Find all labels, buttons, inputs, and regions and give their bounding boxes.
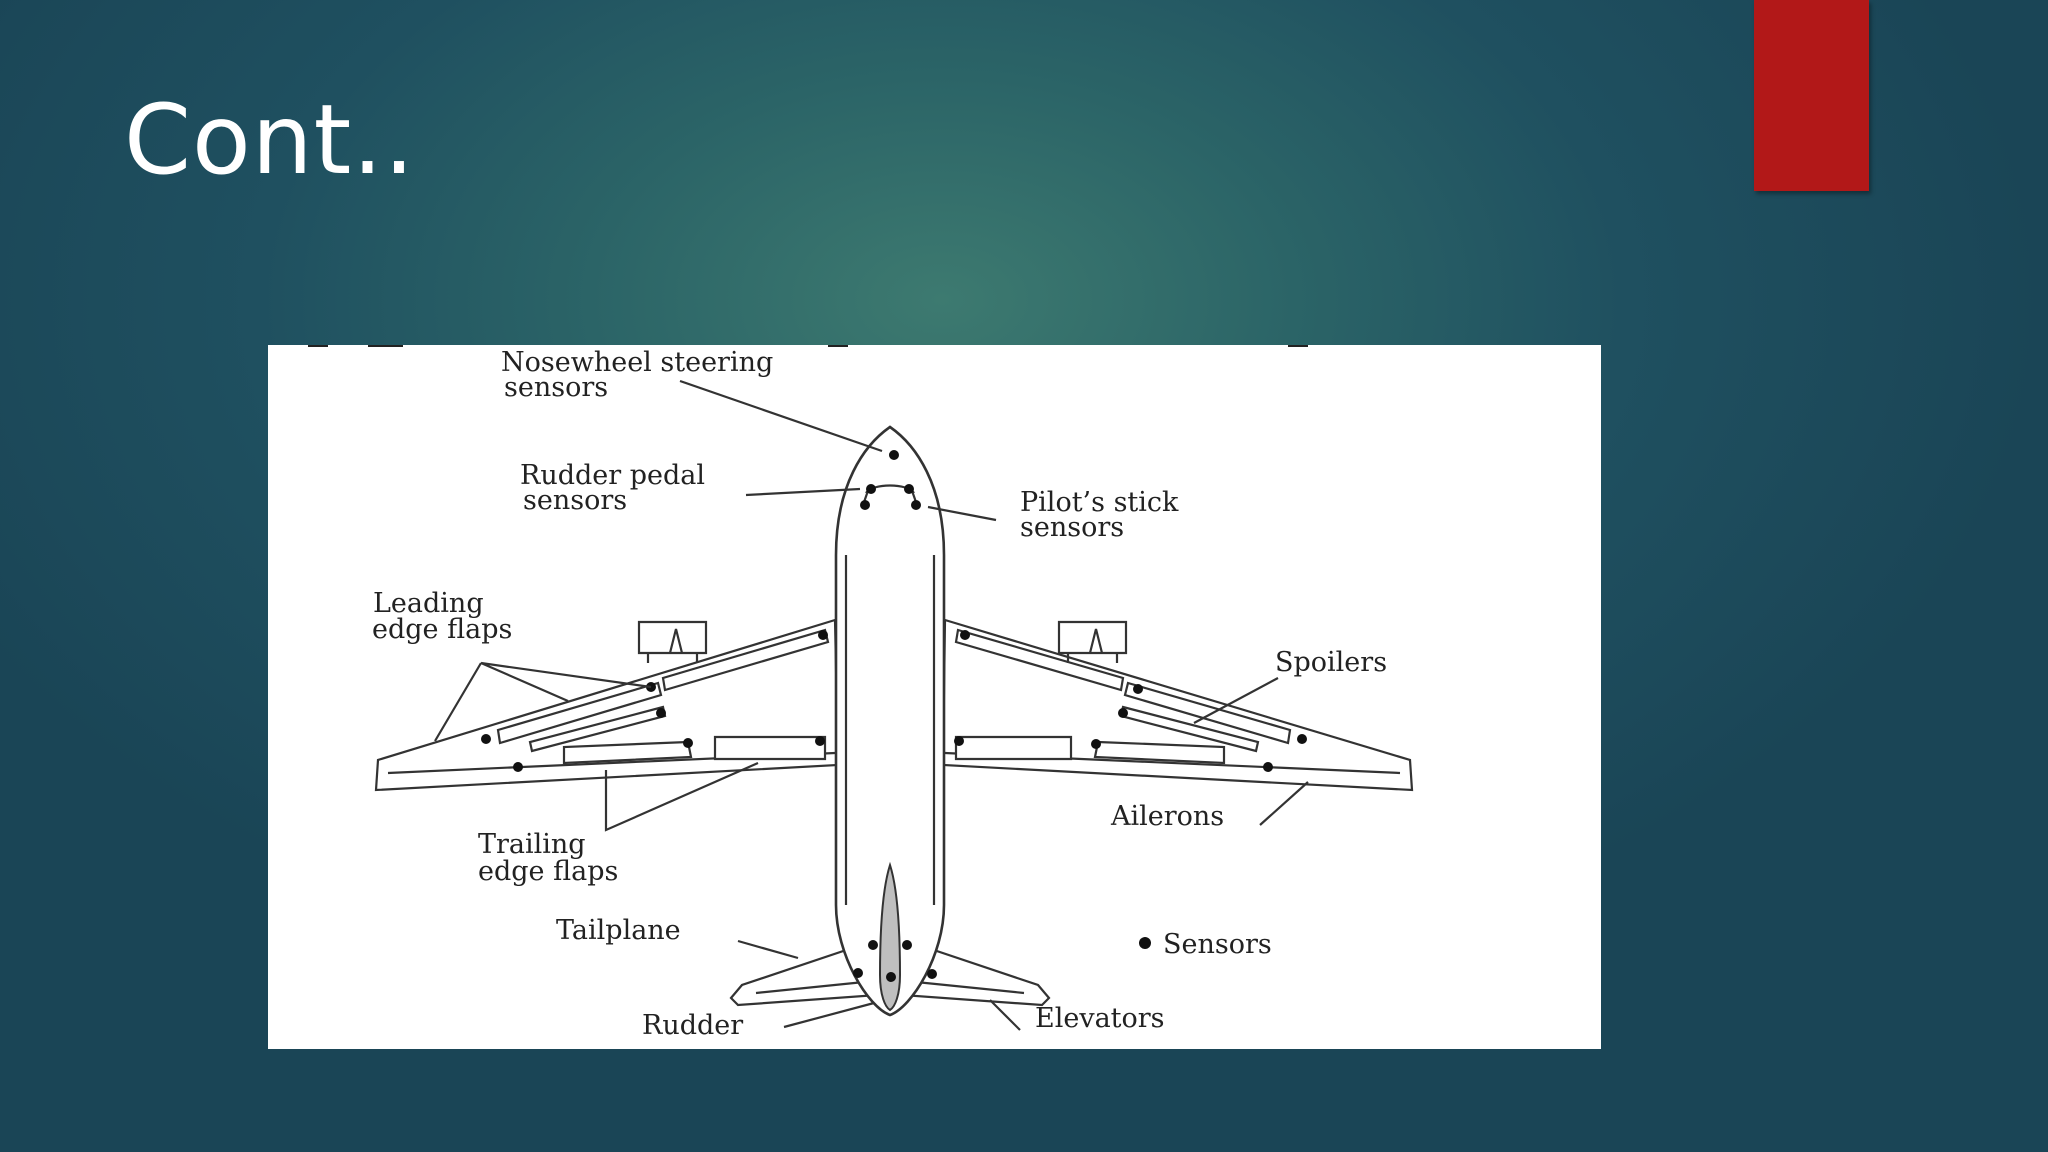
left-trailing-flap-outer	[562, 740, 693, 765]
legend-sensor-dot	[1139, 937, 1151, 949]
label-pilot-stick-2: sensors	[1020, 512, 1124, 543]
label-nosewheel-1: Nosewheel steering	[501, 347, 773, 378]
label-elevators: Elevators	[1035, 1003, 1165, 1034]
right-wing	[941, 618, 1414, 792]
label-sensors-legend: Sensors	[1163, 929, 1272, 960]
accent-bar	[1754, 0, 1869, 191]
label-pilot-stick-1: Pilot’s stick	[1020, 487, 1179, 518]
left-trailing-flap-inner	[713, 735, 827, 761]
label-rudder-pedal-2: sensors	[523, 485, 627, 516]
label-leading-edge-1: Leading	[373, 588, 484, 619]
label-ailerons: Ailerons	[1110, 801, 1224, 832]
slide-title: Cont..	[124, 84, 416, 196]
left-leading-edge-flap-mid	[496, 681, 663, 745]
left-engine	[637, 620, 708, 655]
label-leading-edge-2: edge flaps	[372, 614, 512, 645]
label-trailing-edge-2: edge flaps	[478, 856, 618, 887]
label-trailing-edge-1: Trailing	[478, 829, 586, 860]
label-rudder: Rudder	[642, 1010, 743, 1041]
sensor-markers	[481, 450, 1307, 982]
label-rudder-pedal-1: Rudder pedal	[520, 460, 705, 491]
aircraft-sensor-diagram: Nosewheel steering sensors Rudder pedal …	[268, 345, 1601, 1049]
fuselage	[834, 425, 946, 1017]
right-trailing-flap-inner	[954, 735, 1073, 761]
left-wing	[374, 618, 840, 792]
right-leading-edge-flap-mid	[1123, 681, 1292, 745]
rudder-fin	[878, 861, 902, 1012]
label-spoilers: Spoilers	[1275, 647, 1387, 678]
label-tailplane: Tailplane	[556, 915, 681, 946]
right-engine	[1057, 620, 1128, 655]
right-trailing-flap-outer	[1093, 740, 1226, 765]
diagram-labels: Nosewheel steering sensors Rudder pedal …	[372, 347, 1387, 1041]
aircraft-diagram-svg: Nosewheel steering sensors Rudder pedal …	[308, 345, 1414, 1041]
leader-lines	[434, 379, 1309, 1031]
label-nosewheel-2: sensors	[504, 372, 608, 403]
